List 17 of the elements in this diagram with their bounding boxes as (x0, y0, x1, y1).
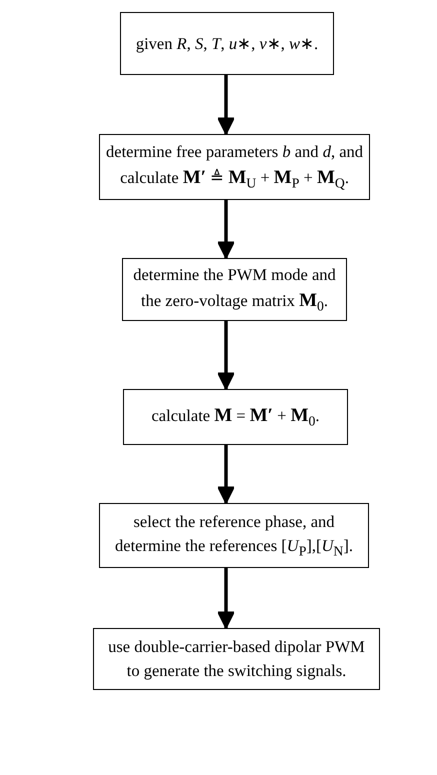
step-text: determine the PWM mode and the zero-voltage matrix M$_{0}$. (132, 264, 337, 316)
step-text: select the reference phase, and determine the references [U$_{P}$],[U$_{N}$]. (114, 510, 354, 560)
step-text: determine free parameters b and d, and calculate M′ ≜ M$_{U}$ + M$_{P}$ + M$_{Q}$. (105, 141, 364, 193)
arrow (217, 75, 235, 135)
arrow (217, 321, 235, 390)
arrow (217, 200, 235, 259)
process-box (99, 134, 370, 200)
process-box (93, 628, 380, 690)
process-box (122, 258, 347, 321)
process-box (99, 503, 369, 568)
step-text: use double-carrier-based dipolar PWM to generate the switching signals. (107, 636, 366, 682)
arrow (217, 568, 235, 629)
step-text: given R, S, T, u∗, v∗, w∗. (134, 32, 320, 55)
step-text: calculate M = M′ + M$_{0}$. (150, 404, 321, 431)
process-box (123, 389, 348, 445)
process-box (120, 12, 334, 75)
arrow (217, 445, 235, 504)
